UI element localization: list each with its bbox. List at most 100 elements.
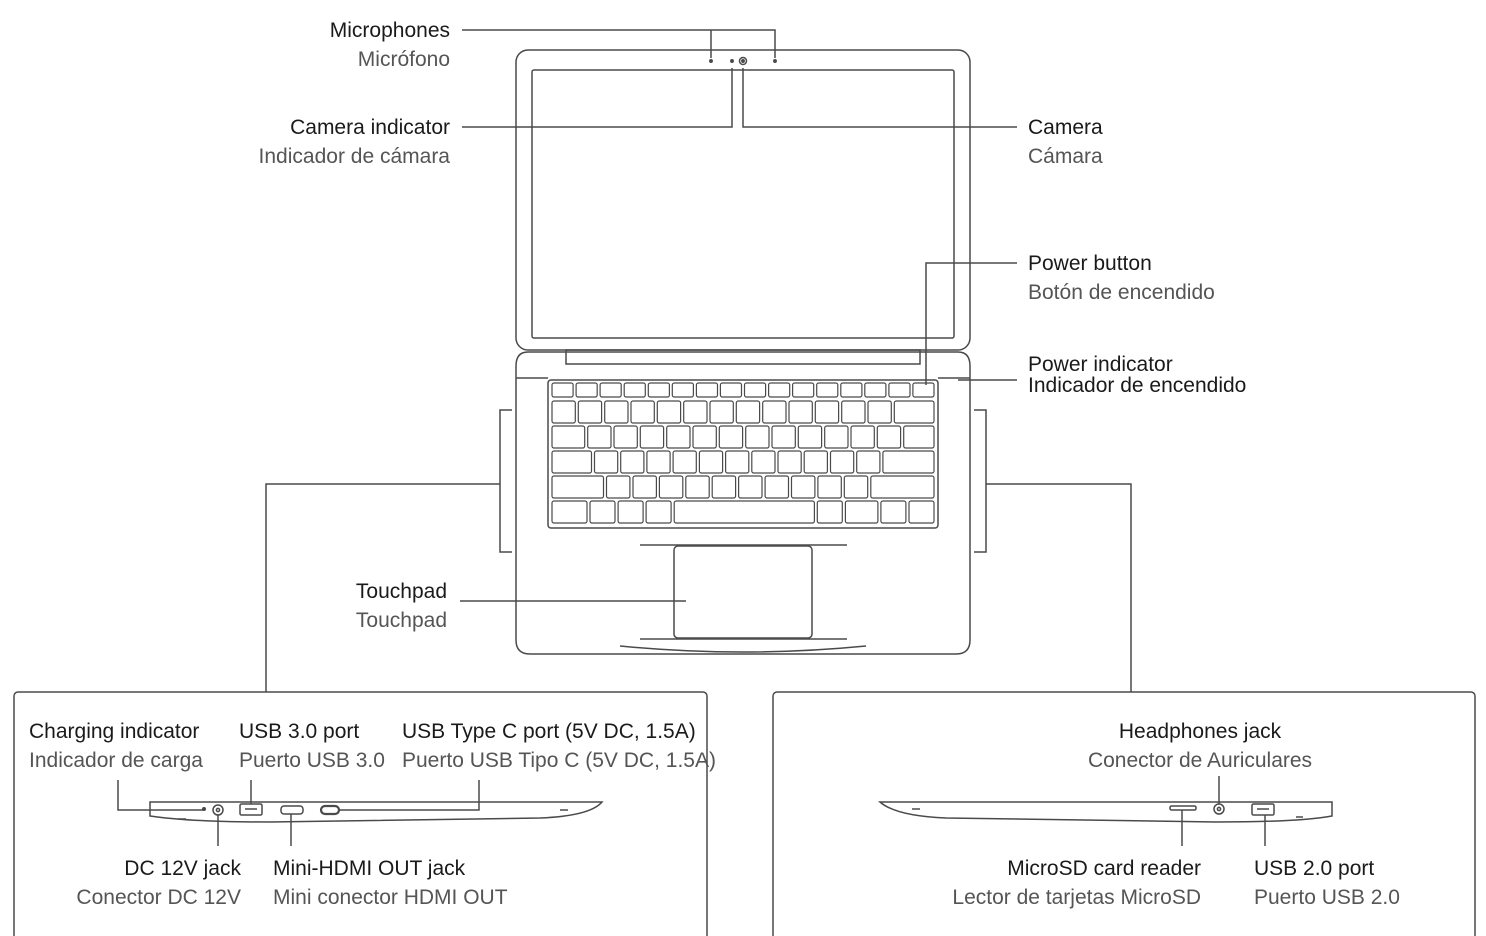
keyboard-key [864,382,887,398]
label-power-indicator: Power indicator Indicador de encendido [1028,354,1246,396]
keyboard-key [803,450,829,474]
keyboard-key [685,475,710,499]
keyboard-key [709,400,734,424]
dc-jack-icon [212,804,224,816]
keyboard-key [840,382,863,398]
keyboard-key [882,450,935,474]
keyboard-key [692,425,717,449]
keyboard-key [646,450,671,474]
keyboard-key [771,425,796,449]
label-camera-indicator: Camera indicator Indicador de cámara [259,113,450,171]
label-microphones: Microphones Micrófono [330,16,450,74]
keyboard-key [620,450,645,474]
label-camera-indicator-es: Indicador de cámara [258,145,450,168]
keyboard-key [743,382,767,398]
keyboard-key [791,382,815,398]
keyboard-key [623,382,646,398]
camera-icon [738,56,748,66]
keyboard-key [797,425,823,449]
keyboard-key [599,382,622,398]
label-camera-es: Cámara [1028,145,1103,168]
label-charging-indicator-es: Indicador de carga [29,749,203,772]
keyboard-key [587,425,612,449]
keyboard-key [876,425,902,449]
label-usb2-port-en: USB 2.0 port [1254,857,1375,880]
keyboard-key [658,475,684,499]
label-camera-indicator-en: Camera indicator [290,116,450,139]
keyboard-key [645,500,672,524]
keyboard-key [856,450,881,474]
label-touchpad-es: Touchpad [355,609,447,632]
keyboard-key [745,425,770,449]
usb2-port-icon [1251,803,1275,816]
label-camera: Camera Cámara [1028,113,1103,171]
keyboard-key [790,475,816,499]
keyboard-key [551,500,588,524]
camera-indicator-light [730,59,734,63]
keyboard-key [605,475,631,499]
label-touchpad-en: Touchpad [355,580,447,603]
keyboard-key [844,500,879,524]
label-charging-indicator-en: Charging indicator [29,720,200,743]
keyboard-key [908,500,935,524]
label-usb2-port-es: Puerto USB 2.0 [1254,886,1400,909]
label-mini-hdmi: Mini-HDMI OUT jack Mini conector HDMI OU… [273,854,508,912]
keyboard-key [762,400,787,424]
label-dc-jack: DC 12V jack Conector DC 12V [76,854,241,912]
keyboard-key [551,425,586,449]
keyboard-key [788,400,813,424]
label-camera-en: Camera [1028,116,1103,139]
keyboard-key [673,500,816,524]
headphones-jack-icon [1213,803,1225,815]
label-usb-type-c-en: USB Type C port (5V DC, 1.5A) [402,720,696,743]
keyboard-key [814,400,840,424]
keyboard-key [613,425,638,449]
label-usb-type-c: USB Type C port (5V DC, 1.5A) Puerto USB… [402,717,716,775]
label-usb-type-c-es: Puerto USB Tipo C (5V DC, 1.5A) [402,749,716,772]
keyboard-key [841,400,866,424]
keyboard-key [880,500,907,524]
label-power-button-en: Power button [1028,252,1152,275]
keyboard-key [617,500,644,524]
keyboard-key [604,400,629,424]
label-power-button-es: Botón de encendido [1028,281,1215,304]
keyboard-key [816,500,843,524]
keyboard-key [912,382,935,398]
keyboard-key [551,400,576,424]
left-side-profile [117,780,604,846]
keyboard-key [575,382,598,398]
keyboard-key [551,450,593,474]
keyboard-key [656,400,682,424]
keyboard-key [777,450,802,474]
label-microphones-en: Microphones [329,19,450,42]
keyboard-key [695,382,719,398]
label-mini-hdmi-en: Mini-HDMI OUT jack [273,857,466,880]
label-microsd-reader-en: MicroSD card reader [1007,857,1201,880]
mini-hdmi-port-icon [280,805,304,815]
label-power-button: Power button Botón de encendido [1028,249,1215,307]
keyboard-key [816,382,839,398]
keyboard-key [718,425,744,449]
microphone-icon [709,59,777,63]
label-usb3-port-en: USB 3.0 port [239,720,360,743]
keyboard-key [683,400,708,424]
touchpad-surface [640,544,847,640]
label-microphones-es: Micrófono [357,48,450,71]
label-dc-jack-en: DC 12V jack [124,857,241,880]
keyboard-key [671,382,694,398]
label-power-indicator-es: Indicador de encendido [1028,374,1247,397]
label-headphones-jack-en: Headphones jack [1118,720,1282,743]
keyboard-key [850,425,875,449]
keyboard-key [577,400,603,424]
keyboard-key [767,382,791,398]
keyboard-key [666,425,691,449]
label-touchpad: Touchpad Touchpad [356,577,447,635]
label-microsd-reader-es: Lector de tarjetas MicroSD [952,886,1201,909]
label-microsd-reader: MicroSD card reader Lector de tarjetas M… [952,854,1201,912]
keyboard-key [829,450,855,474]
label-dc-jack-es: Conector DC 12V [76,886,241,909]
keyboard-key [735,400,761,424]
label-usb2-port: USB 2.0 port Puerto USB 2.0 [1254,854,1400,912]
keyboard [551,382,935,524]
keyboard-key [630,400,655,424]
